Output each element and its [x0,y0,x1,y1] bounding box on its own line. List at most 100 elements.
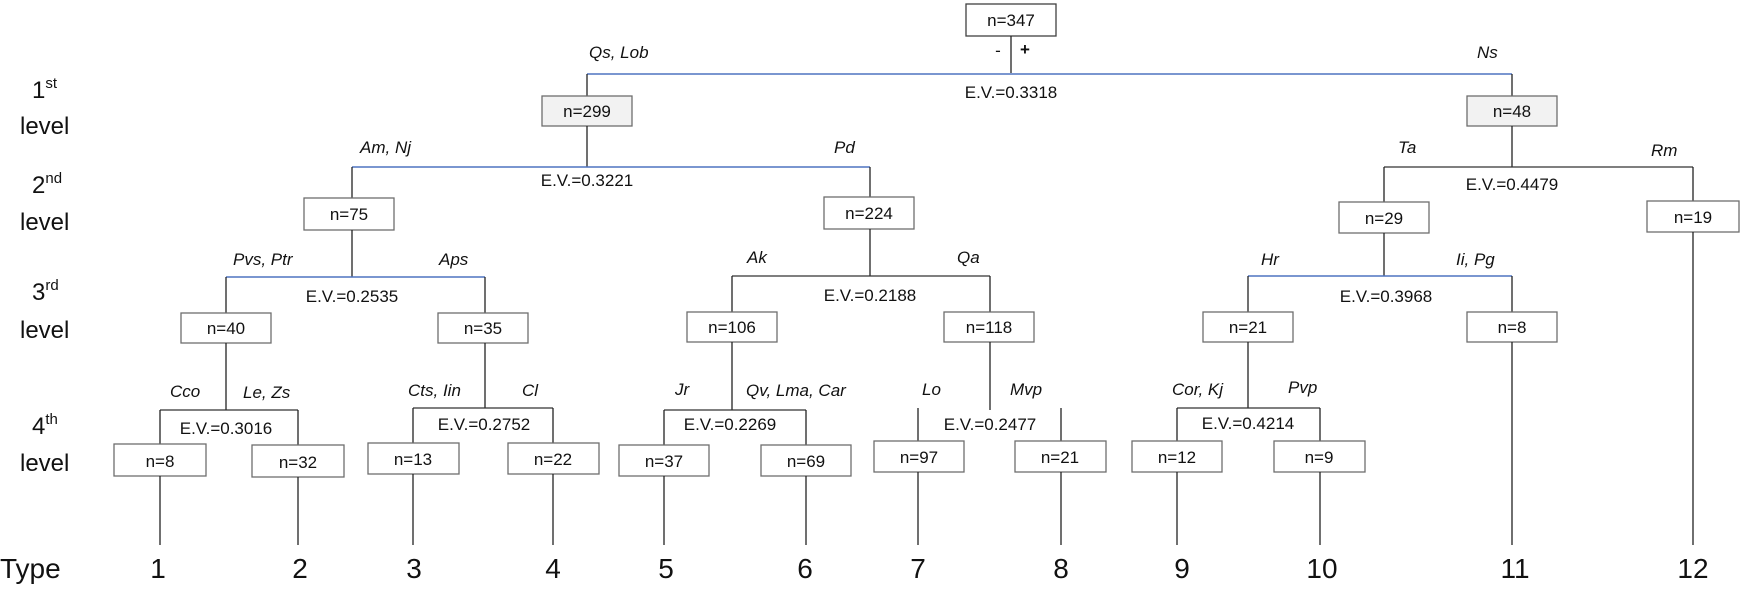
leaf-node-type-6: n=69 [760,444,852,477]
split-8-left-label: Cts, Iin [408,381,461,400]
split-8-right-label: Cl [522,381,539,400]
node-40: n=40 [180,312,272,344]
level-4-label: 4th [32,411,58,440]
node-21-level3-label: n=21 [1229,318,1267,337]
split-6-ev: E.V.=0.3968 [1340,287,1433,306]
node-35-label: n=35 [464,319,502,338]
leaf-node-type-3: n=13 [367,442,460,475]
leaf-node-type-8-label: n=21 [1041,448,1079,467]
leaf-node-type-8: n=21 [1014,440,1107,473]
node-224: n=224 [823,196,915,230]
root-n-label: n=347 [987,11,1035,30]
node-118: n=118 [943,311,1035,343]
split-11-left-label: Cor, Kj [1172,380,1224,399]
leaf-node-type-2: n=32 [251,444,345,478]
split-10-right-label: Mvp [1010,380,1042,399]
node-29: n=29 [1338,201,1430,234]
split-3-ev: E.V.=0.4479 [1466,175,1559,194]
type-3-label: 3 [406,553,422,584]
type-10-label: 10 [1306,553,1337,584]
type-6-label: 6 [797,553,813,584]
leaf-node-type-7-label: n=97 [900,448,938,467]
leaf-node-type-9: n=12 [1131,440,1223,473]
node-40-label: n=40 [207,319,245,338]
node-48-label: n=48 [1493,102,1531,121]
type-12-label: 12 [1677,553,1708,584]
node-224-label: n=224 [845,204,893,223]
leaf-node-type-2-label: n=32 [279,453,317,472]
node-19-label: n=19 [1674,208,1712,227]
split-2-left-label: Am, Nj [359,138,412,157]
leaf-node-type-9-label: n=12 [1158,448,1196,467]
level-1-label: 1st [32,75,58,104]
leaf-node-type-1: n=8 [113,443,207,477]
split-11-right-label: Pvp [1288,378,1317,397]
split-1-right-label: Ns [1477,43,1498,62]
type-4-label: 4 [545,553,561,584]
node-48: n=48 [1466,95,1558,127]
node-118-label: n=118 [966,318,1012,337]
level-3-label: 3rd [32,277,59,306]
split-7-right-label: Le, Zs [243,383,291,402]
node-35: n=35 [437,312,529,344]
split-4-ev: E.V.=0.2535 [306,287,399,306]
leaf-node-type-6-label: n=69 [787,452,825,471]
split-6-left-label: Hr [1261,250,1280,269]
node-21-level3: n=21 [1202,311,1294,343]
split-3-left-label: Ta [1398,138,1416,157]
node-8-level3-label: n=8 [1498,318,1527,337]
split-1-left-label: Qs, Lob [589,43,649,62]
split-5-ev: E.V.=0.2188 [824,286,917,305]
split-9-ev: E.V.=0.2269 [684,415,777,434]
leaf-node-type-1-label: n=8 [146,452,175,471]
level-1-word: level [20,113,69,140]
split-9-left-label: Jr [674,380,691,399]
leaf-node-type-5-label: n=37 [645,452,683,471]
type-7-label: 7 [910,553,926,584]
root-plus-sign: + [1020,40,1030,59]
split-4-right-label: Aps [438,250,469,269]
split-10-left-label: Lo [922,380,941,399]
type-labels: 1 2 3 4 5 6 7 8 9 10 11 12 [150,553,1708,584]
root-node: n=347 [965,3,1057,37]
split-2-ev: E.V.=0.3221 [541,171,634,190]
node-299-label: n=299 [563,102,611,121]
leaf-node-type-10-label: n=9 [1305,448,1334,467]
node-29-label: n=29 [1365,209,1403,228]
type-9-label: 9 [1174,553,1190,584]
node-75-label: n=75 [330,205,368,224]
split-7-ev: E.V.=0.3016 [180,419,273,438]
node-19: n=19 [1646,200,1740,233]
leaf-node-type-7: n=97 [873,440,965,473]
split-1-ev: E.V.=0.3318 [965,83,1058,102]
node-299: n=299 [541,95,633,127]
split-11-ev: E.V.=0.4214 [1202,414,1295,433]
level-2-label: 2nd [32,170,62,199]
split-10-ev: E.V.=0.2477 [944,415,1037,434]
split-5-right-label: Qa [957,248,980,267]
leaf-node-type-5: n=37 [618,444,710,477]
split-2-right-label: Pd [834,138,855,157]
split-6-right-label: Ii, Pg [1456,250,1495,269]
root-minus-sign: - [995,41,1001,60]
split-3-right-label: Rm [1651,141,1677,160]
level-labels: 1st level 2nd level 3rd level 4th level … [0,75,69,584]
node-8-level3: n=8 [1466,311,1558,343]
type-1-label: 1 [150,553,166,584]
type-title: Type [0,553,61,584]
type-2-label: 2 [292,553,308,584]
type-8-label: 8 [1053,553,1069,584]
split-4-left-label: Pvs, Ptr [233,250,294,269]
split-9-right-label: Qv, Lma, Car [746,381,847,400]
leaf-node-type-10: n=9 [1273,440,1366,473]
leaf-node-type-3-label: n=13 [394,450,432,469]
type-5-label: 5 [658,553,674,584]
level-4-word: level [20,450,69,477]
node-106: n=106 [686,311,778,343]
leaf-node-type-4-label: n=22 [534,450,572,469]
node-106-label: n=106 [708,318,756,337]
type-11-label: 11 [1500,553,1529,584]
node-75: n=75 [303,197,395,231]
split-7-left-label: Cco [170,382,200,401]
